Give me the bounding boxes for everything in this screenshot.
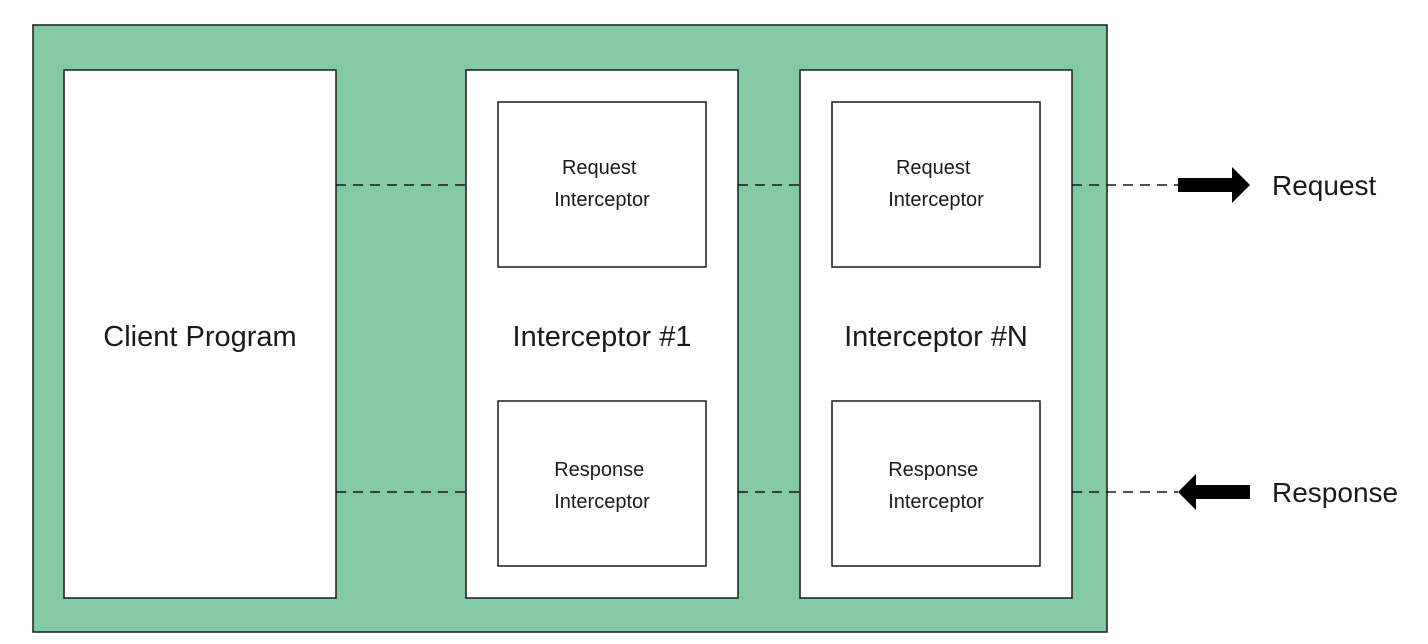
interceptor-1-label: Interceptor #1	[513, 321, 692, 353]
client-program-box	[63, 69, 337, 599]
interceptor-n-label: Interceptor #N	[844, 321, 1028, 353]
interceptor-n-request-box	[831, 101, 1041, 268]
response-output-label: Response	[1272, 477, 1398, 508]
interceptor-n-response-label: Response Interceptor	[888, 459, 984, 513]
interceptor-1-response-box	[497, 400, 707, 567]
interceptor-1-request-label: Request Interceptor	[554, 157, 650, 211]
client-program-label: Client Program	[103, 321, 296, 353]
interceptor-n-request-label: Request Interceptor	[888, 157, 984, 211]
arrow-left-icon	[1178, 474, 1250, 510]
interceptor-1-request-box	[497, 101, 707, 268]
request-output-label: Request	[1272, 170, 1377, 201]
interceptor-1-response-label: Response Interceptor	[554, 459, 650, 513]
interceptor-n-response-box	[831, 400, 1041, 567]
arrow-right-icon	[1178, 167, 1250, 203]
